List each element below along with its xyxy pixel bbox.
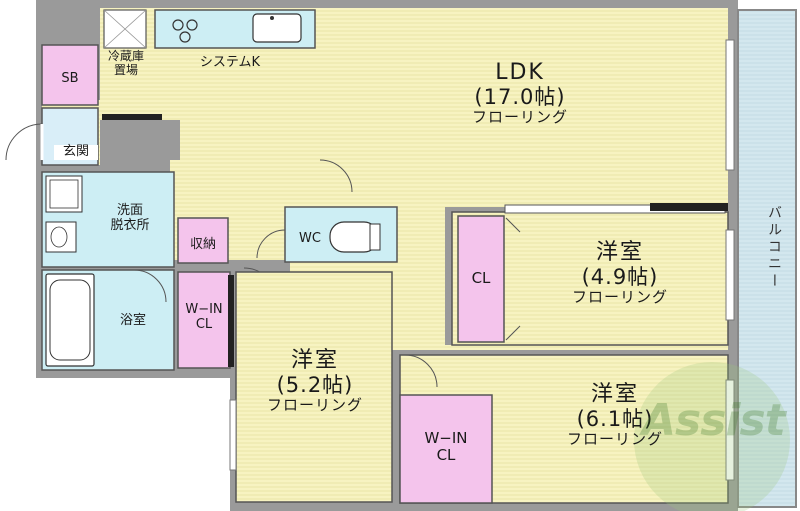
genkan-label: 玄関 bbox=[54, 144, 98, 160]
ldk-name: LDK bbox=[495, 60, 545, 85]
western3-label: 洋室 (6.1帖) フローリング bbox=[540, 382, 690, 449]
western1-name: 洋室 bbox=[595, 240, 644, 265]
fridge-label-line1: 冷蔵庫 bbox=[107, 49, 144, 63]
western3-floor-type: フローリング bbox=[566, 430, 663, 449]
ldk-label: LDK (17.0帖) フローリング bbox=[440, 60, 600, 127]
western-room-5-2 bbox=[235, 271, 393, 503]
fridge-label-line2: 置場 bbox=[113, 62, 138, 77]
ldk-floor-type: フローリング bbox=[471, 108, 568, 127]
wic2-label-line2: CL bbox=[436, 446, 456, 465]
bath-label: 浴室 bbox=[119, 313, 146, 328]
western1-label: 洋室 (4.9帖) フローリング bbox=[545, 240, 695, 307]
wic1-label: W−IN CL bbox=[178, 302, 230, 333]
wic2-label: W−IN CL bbox=[400, 429, 492, 465]
washroom-label-line1: 洗面 bbox=[116, 203, 143, 218]
western1-size: (4.9帖) bbox=[581, 265, 659, 290]
assist-logo: Assist bbox=[642, 395, 786, 446]
cl-closet bbox=[457, 215, 505, 343]
western2-floor-type: フローリング bbox=[266, 396, 363, 415]
logo-circle bbox=[634, 362, 790, 511]
sb-label: SB bbox=[61, 71, 79, 86]
western3-size: (6.1帖) bbox=[576, 407, 654, 432]
balcony-label: バルコニー bbox=[766, 205, 782, 290]
washroom-label: 洗面 脱衣所 bbox=[100, 203, 160, 234]
western2-label: 洋室 (5.2帖) フローリング bbox=[240, 348, 390, 415]
wic2-label-line1: W−IN bbox=[424, 429, 468, 447]
ldk-size: (17.0帖) bbox=[474, 85, 566, 110]
western2-name: 洋室 bbox=[290, 348, 339, 373]
western3-name: 洋室 bbox=[590, 382, 639, 407]
wc-label: WC bbox=[299, 231, 321, 246]
cl-label: CL bbox=[471, 269, 491, 287]
washroom-label-line2: 脱衣所 bbox=[110, 217, 150, 233]
kitchen-label: システムK bbox=[199, 55, 261, 70]
walk-in-closet-2 bbox=[399, 394, 493, 504]
fridge-label: 冷蔵庫 置場 bbox=[102, 49, 150, 78]
wic1-label-line1: W−IN bbox=[185, 302, 223, 317]
wic1-label-line2: CL bbox=[195, 316, 213, 332]
balcony bbox=[737, 9, 797, 508]
storage-label: 収納 bbox=[189, 237, 216, 252]
storage-closet bbox=[177, 217, 229, 264]
sb-closet bbox=[41, 44, 99, 106]
western2-size: (5.2帖) bbox=[276, 373, 354, 398]
western1-floor-type: フローリング bbox=[571, 288, 668, 307]
